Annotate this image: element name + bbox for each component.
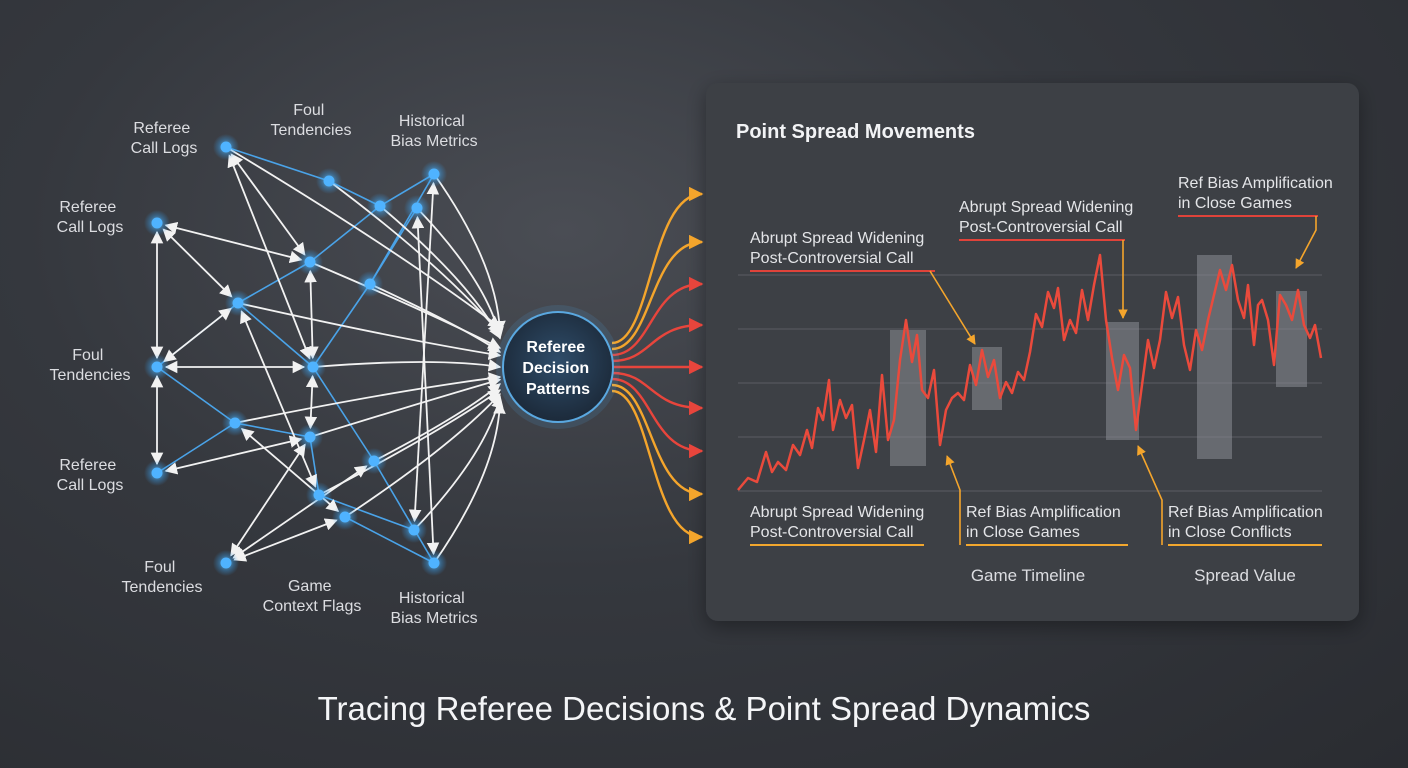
network-node[interactable]: [222, 410, 248, 436]
network-node[interactable]: [357, 271, 383, 297]
output-edges: [611, 186, 704, 545]
hub-label-line-3: Patterns: [526, 381, 590, 398]
svg-text:Referee Decision P: Referee Decision Patterns: [522, 339, 593, 398]
network-node[interactable]: [401, 517, 427, 543]
network-node[interactable]: [297, 424, 323, 450]
highlight-bar-3: [1106, 322, 1139, 440]
hub-label-line-2: Decision: [522, 360, 589, 377]
network-nodes: [144, 134, 447, 576]
network-node[interactable]: [404, 195, 430, 221]
panel-title: Point Spread Movements: [736, 121, 975, 143]
network-node[interactable]: [225, 290, 251, 316]
label-game-context-flags: Game Context Flags: [263, 578, 362, 615]
network-node[interactable]: [300, 354, 326, 380]
network-node[interactable]: [367, 193, 393, 219]
label-historical-bias-metrics-1: Historical Bias Metrics: [390, 113, 477, 150]
network-node[interactable]: [213, 550, 239, 576]
x-axis-label: Game Timeline: [971, 566, 1085, 585]
hub-node[interactable]: Referee Decision Patterns: [496, 305, 620, 429]
network-node[interactable]: [421, 161, 447, 187]
spread-line: [737, 253, 1323, 491]
network-labels: Referee Call Logs Foul Tendencies Histor…: [50, 102, 478, 627]
label-foul-tendencies-2: Foul Tendencies: [50, 347, 131, 384]
network-node[interactable]: [144, 460, 170, 486]
network-node[interactable]: [144, 210, 170, 236]
network-node[interactable]: [213, 134, 239, 160]
network-node[interactable]: [306, 482, 332, 508]
white-edges: [150, 146, 506, 564]
network-node[interactable]: [144, 354, 170, 380]
chart-panel: [706, 83, 1359, 621]
label-historical-bias-metrics-2: Historical Bias Metrics: [390, 590, 477, 627]
label-referee-call-logs-3: Referee Call Logs: [57, 457, 124, 494]
network-node[interactable]: [332, 504, 358, 530]
y-axis-label: Spread Value: [1194, 566, 1296, 585]
page-title: Tracing Referee Decisions & Point Spread…: [318, 690, 1091, 727]
label-foul-tendencies-3: Foul Tendencies: [122, 559, 203, 596]
label-foul-tendencies-1: Foul Tendencies: [271, 102, 352, 139]
hub-label-line-1: Referee: [526, 339, 585, 356]
label-referee-call-logs-2: Referee Call Logs: [57, 199, 124, 236]
label-referee-call-logs-1: Referee Call Logs: [131, 120, 198, 157]
network-node[interactable]: [316, 168, 342, 194]
network-node[interactable]: [361, 448, 387, 474]
network-node[interactable]: [421, 550, 447, 576]
highlight-bar-5: [1276, 291, 1307, 387]
network-node[interactable]: [297, 249, 323, 275]
